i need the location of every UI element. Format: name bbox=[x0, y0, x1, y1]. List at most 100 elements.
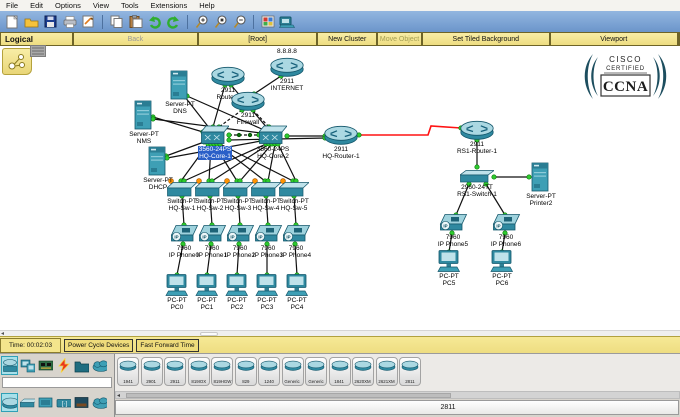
device-filter-field[interactable] bbox=[2, 377, 112, 388]
device-printer2[interactable] bbox=[531, 162, 551, 197]
undo-icon[interactable] bbox=[146, 14, 163, 30]
device-hq-sw-2[interactable] bbox=[195, 182, 225, 202]
svg-text:IP: IP bbox=[174, 234, 178, 239]
subcategory-security-icon[interactable] bbox=[73, 393, 90, 412]
category-end-devices-icon[interactable] bbox=[19, 356, 36, 375]
device-ip-phone3[interactable]: IP bbox=[253, 224, 283, 249]
model-scrollbar[interactable]: ◂ bbox=[115, 391, 680, 399]
device-firewall[interactable] bbox=[231, 91, 265, 116]
menu-edit[interactable]: Edit bbox=[24, 1, 49, 10]
set-tiled-background-button[interactable]: Set Tiled Background bbox=[422, 32, 549, 46]
device-rs1-router-1[interactable] bbox=[460, 120, 494, 145]
model-2911-2[interactable]: 2911 bbox=[164, 357, 186, 386]
model-829-5[interactable]: 829 bbox=[235, 357, 257, 386]
category-network-devices-icon[interactable] bbox=[1, 356, 18, 375]
copy-icon[interactable] bbox=[108, 14, 125, 30]
tab-logical[interactable]: Logical bbox=[0, 32, 73, 46]
selected-model-strip: 2811 bbox=[115, 400, 679, 415]
model-scroll-left-icon[interactable]: ◂ bbox=[117, 392, 120, 399]
device-rs1-switch-1[interactable] bbox=[460, 170, 494, 188]
device-dns[interactable] bbox=[170, 70, 190, 105]
svg-text:[·]: [·] bbox=[62, 401, 68, 407]
device-ip-phone4[interactable]: IP bbox=[281, 224, 311, 249]
device-pc5[interactable] bbox=[436, 250, 462, 277]
model-1941-0[interactable]: 1941 bbox=[117, 357, 139, 386]
menu-file[interactable]: File bbox=[0, 1, 24, 10]
logical-workspace-icon[interactable] bbox=[2, 48, 32, 75]
device-hq-sw-4[interactable] bbox=[251, 182, 281, 202]
model-generic-8[interactable]: Generic bbox=[305, 357, 327, 386]
device-selection-panel: [·] 194129012911819IOX819HGW8291240Gener… bbox=[0, 353, 680, 417]
model-819iox-3[interactable]: 819IOX bbox=[188, 357, 210, 386]
device-dhcp[interactable] bbox=[148, 146, 168, 181]
menu-bar: FileEditOptionsViewToolsExtensionsHelp bbox=[0, 0, 680, 11]
device-hq-sw-3[interactable] bbox=[223, 182, 253, 202]
open-folder-icon[interactable] bbox=[23, 14, 40, 30]
svg-text:IP: IP bbox=[202, 234, 206, 239]
subcategory-hubs-icon[interactable] bbox=[37, 393, 54, 412]
save-icon[interactable] bbox=[42, 14, 59, 30]
back-button[interactable]: Back bbox=[73, 32, 198, 46]
activity-wizard-icon[interactable] bbox=[80, 14, 97, 30]
device-pc1[interactable] bbox=[194, 274, 220, 301]
model-2620xm-10[interactable]: 2620XM bbox=[352, 357, 374, 386]
fast-forward-time-button[interactable]: Fast Forward Time bbox=[136, 339, 198, 352]
custom-devices-dialog-icon[interactable] bbox=[278, 14, 295, 30]
model-1240-6[interactable]: 1240 bbox=[258, 357, 280, 386]
menu-view[interactable]: View bbox=[87, 1, 115, 10]
root-button[interactable]: [Root] bbox=[198, 32, 318, 46]
category-miscellaneous-icon[interactable] bbox=[73, 356, 90, 375]
device-hq-router-1[interactable] bbox=[324, 125, 358, 150]
model-2901-1[interactable]: 2901 bbox=[141, 357, 163, 386]
device-nms[interactable] bbox=[134, 100, 154, 135]
device-pc3[interactable] bbox=[254, 274, 280, 301]
device-hq-sw-1[interactable] bbox=[167, 182, 197, 202]
model-819hgw-4[interactable]: 819HGW bbox=[211, 357, 233, 386]
category-multiuser-icon[interactable] bbox=[91, 356, 108, 375]
model-2621xm-11[interactable]: 2621XM bbox=[376, 357, 398, 386]
device-pc2[interactable] bbox=[224, 274, 250, 301]
device-hq-core-2[interactable] bbox=[259, 125, 287, 150]
svg-text:IP: IP bbox=[258, 234, 262, 239]
power-cycle-devices-button[interactable]: Power Cycle Devices bbox=[64, 339, 133, 352]
ccna-title: CCNA bbox=[603, 79, 648, 95]
subcategory-switches-icon[interactable] bbox=[19, 393, 36, 412]
viewport-button[interactable]: Viewport bbox=[550, 32, 678, 46]
device-hq-sw-5[interactable] bbox=[279, 182, 309, 202]
device-ip-phone2[interactable]: IP bbox=[225, 224, 255, 249]
subcategory-wan-emulation-icon[interactable] bbox=[91, 393, 108, 412]
device-hq-core-1[interactable] bbox=[201, 125, 229, 150]
menu-tools[interactable]: Tools bbox=[115, 1, 145, 10]
subcategory-routers-icon[interactable] bbox=[1, 393, 18, 412]
device-router0[interactable] bbox=[211, 66, 245, 91]
zoom-reset-icon[interactable] bbox=[212, 14, 229, 30]
redo-icon[interactable] bbox=[165, 14, 182, 30]
menu-help[interactable]: Help bbox=[193, 1, 220, 10]
menu-options[interactable]: Options bbox=[49, 1, 87, 10]
drawing-palette-icon[interactable] bbox=[259, 14, 276, 30]
new-cluster-button[interactable]: New Cluster bbox=[317, 32, 376, 46]
device-ip-phone6[interactable]: IP bbox=[491, 213, 521, 238]
new-file-icon[interactable] bbox=[4, 14, 21, 30]
model-generic-7[interactable]: Generic bbox=[282, 357, 304, 386]
paste-icon[interactable] bbox=[127, 14, 144, 30]
device-pc6[interactable] bbox=[489, 250, 515, 277]
zoom-in-icon[interactable] bbox=[193, 14, 210, 30]
print-icon[interactable] bbox=[61, 14, 78, 30]
subcategory-wireless-devices-icon[interactable]: [·] bbox=[55, 393, 72, 412]
zoom-out-icon[interactable] bbox=[231, 14, 248, 30]
device-ip-phone0[interactable]: IP bbox=[169, 224, 199, 249]
model-scroll-thumb[interactable] bbox=[126, 393, 451, 398]
move-object-button: Move Object bbox=[377, 32, 422, 46]
model-1841-9[interactable]: 1841 bbox=[329, 357, 351, 386]
physical-workspace-icon[interactable] bbox=[30, 45, 46, 57]
device-ip-phone5[interactable]: IP bbox=[438, 213, 468, 238]
menu-extensions[interactable]: Extensions bbox=[145, 1, 194, 10]
model-2811-12[interactable]: 2811 bbox=[399, 357, 421, 386]
device-pc4[interactable] bbox=[284, 274, 310, 301]
category-connections-icon[interactable] bbox=[55, 356, 72, 375]
device-ip-phone1[interactable]: IP bbox=[197, 224, 227, 249]
device-pc0[interactable] bbox=[164, 274, 190, 301]
device-internet[interactable] bbox=[270, 57, 304, 82]
category-components-icon[interactable] bbox=[37, 356, 54, 375]
